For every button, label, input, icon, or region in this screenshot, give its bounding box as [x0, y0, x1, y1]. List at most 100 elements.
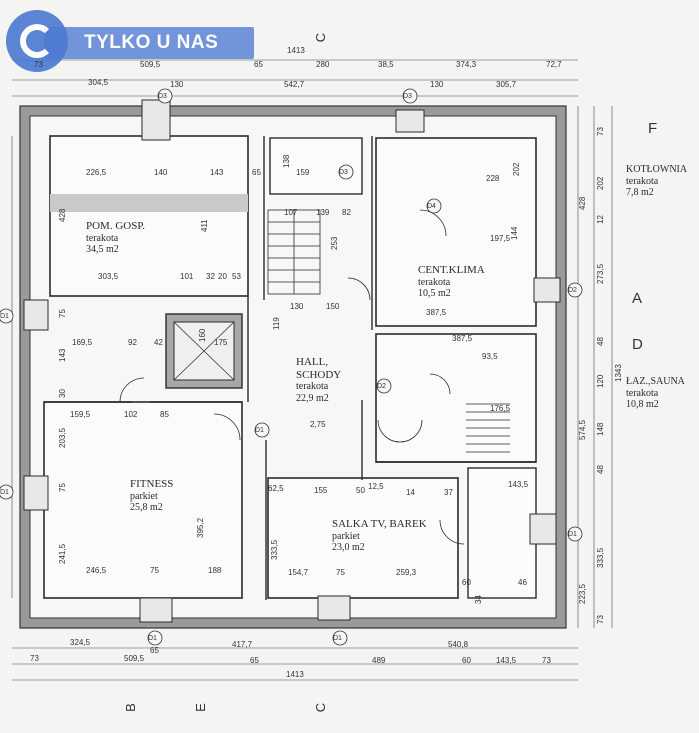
dim-right: 1343: [614, 364, 623, 382]
dim-right: 48: [596, 337, 605, 346]
dim-bottom: 143,5: [496, 656, 517, 665]
dim-inner: 107: [284, 208, 298, 217]
section-marker-d: D: [632, 336, 643, 353]
dim-right: 12: [596, 215, 605, 224]
dim-right: 428: [578, 196, 587, 210]
dim-right: 48: [596, 465, 605, 474]
dim-left: 75: [58, 483, 67, 492]
dim-bottom: 73: [542, 656, 551, 665]
dim-top: 73: [34, 60, 43, 69]
dim-inner: 42: [154, 338, 163, 347]
door-tag: D2: [568, 287, 577, 294]
dim-inner: 14: [406, 488, 415, 497]
dim-right: 574,5: [578, 419, 587, 440]
dim-bottom: 73: [30, 654, 39, 663]
dim-inner: 169,5: [72, 338, 93, 347]
dim-inner: 130: [290, 302, 304, 311]
door-tag: D4: [427, 203, 436, 210]
dim-inner: 259,3: [396, 568, 417, 577]
dim-bottom: 65: [150, 646, 159, 655]
dim-inner: 12,5: [368, 482, 384, 491]
door-tag: D1: [0, 489, 9, 496]
room-area: 23,0 m2: [332, 542, 365, 554]
room-name: POM. GOSP.: [86, 220, 145, 232]
dim-inner: 2,75: [310, 420, 326, 429]
dim-inner: 387,5: [452, 334, 473, 343]
room-floor: parkiet: [332, 530, 360, 542]
partitions: [44, 136, 536, 600]
logo-mark-icon: [6, 10, 68, 72]
dim-right: 273,5: [596, 263, 605, 284]
door-tag: D1: [333, 635, 342, 642]
logo-band: [44, 27, 254, 59]
dim-inner: 85: [160, 410, 169, 419]
dim-right: 202: [596, 176, 605, 190]
dim-top-total: 1413: [287, 46, 305, 55]
dim-bottom: 65: [250, 656, 259, 665]
dim-inner: 62,5: [268, 484, 284, 493]
doors: [119, 209, 465, 545]
room-name: ŁAZ.,SAUNA: [626, 376, 685, 387]
section-marker-e: E: [192, 703, 208, 712]
dim-top: 130: [170, 80, 184, 89]
dim-inner: 226,5: [86, 168, 107, 177]
door-tag: D1: [568, 531, 577, 538]
dim-inner: 159: [296, 168, 310, 177]
dim-top: 38,5: [378, 60, 394, 69]
dim-inner: 143,5: [508, 480, 529, 489]
logo-text: TYLKO U NAS: [84, 32, 219, 53]
dim-inner: 143: [210, 168, 224, 177]
dim-inner: 93,5: [482, 352, 498, 361]
dim-top: 304,5: [88, 78, 109, 87]
dim-inner: 138: [282, 154, 291, 168]
room-label-laz-sauna: ŁAZ.,SAUNA terakota 10,8 m2: [626, 376, 685, 411]
room-name: KOTŁOWNIA: [626, 164, 688, 175]
dim-bottom: 324,5: [70, 638, 91, 647]
door-tag: D2: [377, 383, 386, 390]
room-area: 10,8 m2: [626, 399, 659, 410]
door-tag: D3: [403, 93, 412, 100]
dim-right: 333,5: [596, 547, 605, 568]
room-area: 25,8 m2: [130, 502, 163, 514]
dim-top: 65: [254, 60, 263, 69]
markers: [0, 88, 583, 646]
dim-inner: 101: [180, 272, 194, 281]
dim-bottom: 417,7: [232, 640, 253, 649]
room-name-2: SCHODY: [296, 368, 342, 381]
room-floor: terakota: [626, 387, 659, 399]
dim-inner: 75: [336, 568, 345, 577]
dim-inner: 333,5: [270, 539, 279, 560]
dim-bottom: 540,8: [448, 640, 469, 649]
dim-inner: 20: [218, 272, 227, 281]
door-tag: D3: [158, 93, 167, 100]
section-marker-a: A: [632, 290, 643, 307]
dim-right: 120: [596, 374, 605, 388]
room-salka: [267, 477, 459, 599]
dim-right: 223,5: [578, 583, 587, 604]
dim-inner: 119: [272, 317, 281, 330]
dim-top: 509,5: [140, 60, 161, 69]
door-tag: D1: [255, 427, 264, 434]
dim-inner: 246,5: [86, 566, 107, 575]
dim-bottom: 489: [372, 656, 386, 665]
dim-inner: 411: [200, 219, 209, 232]
room-name: SALKA TV, BAREK: [332, 518, 427, 530]
room-label-fitness: FITNESS parkiet 25,8 m2: [130, 478, 173, 514]
room-right-small: [467, 467, 537, 599]
room-label-kotlownia: KOTŁOWNIA terakota 7,8 m2: [626, 164, 687, 199]
dim-inner: 176,5: [490, 404, 511, 413]
dim-inner: 65: [252, 168, 261, 177]
door-tag: D1: [148, 635, 157, 642]
room-floor: terakota: [86, 232, 119, 244]
room-bath: [375, 333, 537, 463]
room-name: FITNESS: [130, 478, 174, 490]
dim-left: 428: [58, 208, 67, 222]
dim-top: 72,7: [546, 60, 562, 69]
dim-top: 280: [316, 60, 330, 69]
door-tag: D3: [339, 169, 348, 176]
dim-inner: 143: [58, 348, 67, 362]
dim-inner: 102: [124, 410, 138, 419]
dim-inner: 144: [510, 226, 519, 240]
dim-inner: 32: [206, 272, 215, 281]
